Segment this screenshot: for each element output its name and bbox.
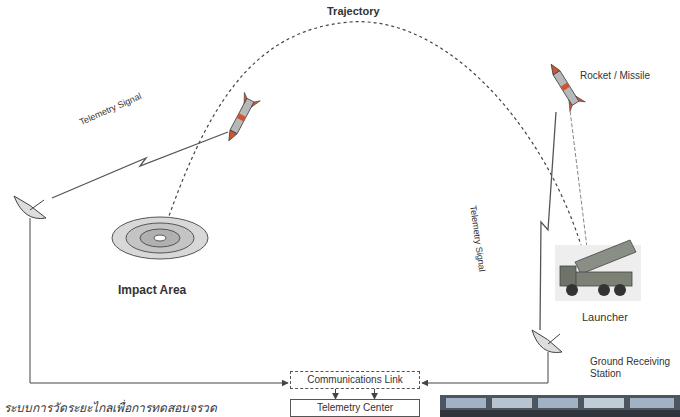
svg-part (30, 218, 31, 383)
impact-area (112, 217, 208, 259)
signal-label: Telemetry Signal (78, 91, 143, 127)
station-label: Ground Receiving Station (590, 356, 674, 380)
svg-part (126, 223, 194, 253)
svg-part (630, 398, 674, 408)
svg-part (112, 217, 208, 259)
svg-part (440, 395, 680, 417)
svg-part (614, 284, 626, 296)
svg-part (584, 398, 624, 408)
connector-arrow (374, 389, 375, 399)
svg-part (30, 200, 44, 210)
svg-part (446, 398, 486, 408)
control-room-photo (440, 395, 680, 417)
svg-part (240, 92, 261, 109)
svg-part (14, 196, 46, 219)
svg-part (492, 398, 532, 408)
box-text: Communications Link (295, 374, 415, 386)
telemetry-signal-left (52, 132, 228, 198)
svg-part (560, 82, 569, 90)
svg-part (548, 334, 560, 344)
rocket-ascending (544, 59, 586, 111)
svg-part (548, 62, 560, 75)
telemetry-signal-right (540, 112, 556, 330)
svg-part (565, 93, 586, 111)
trajectory-label: Trajectory (327, 5, 380, 17)
launcher-label: Launcher (582, 311, 628, 323)
svg-part (548, 352, 549, 383)
svg-part (154, 235, 166, 241)
svg-part (575, 240, 636, 274)
communications-box: Communications Link (290, 371, 420, 389)
ground-station-antenna (532, 330, 562, 383)
svg-part (532, 330, 562, 353)
svg-part (553, 71, 579, 106)
svg-part (560, 266, 576, 286)
svg-part (440, 410, 680, 417)
right-link-line (422, 383, 548, 384)
left-antenna (14, 196, 46, 383)
caption: ระบบการวัดระยะไกลเพื่อการทดสอบจรวด (4, 398, 217, 417)
svg-part (230, 98, 254, 134)
impact-area-label: Impact Area (118, 283, 186, 297)
svg-part (538, 398, 578, 408)
svg-part (598, 284, 610, 296)
left-link-line (30, 383, 288, 384)
svg-part (140, 229, 180, 247)
signal-label: Telemetry Signal (468, 205, 487, 272)
connector-arrow (335, 389, 336, 399)
rocket-label: Rocket / Missile (580, 70, 650, 81)
telemetry-center-box: Telemetry Center (290, 399, 420, 417)
rocket-descending (221, 92, 260, 145)
svg-part (237, 113, 246, 121)
launcher-truck (555, 240, 641, 301)
box-text: Telemetry Center (295, 402, 415, 414)
trajectory-curve (162, 22, 592, 288)
svg-part (566, 284, 578, 296)
